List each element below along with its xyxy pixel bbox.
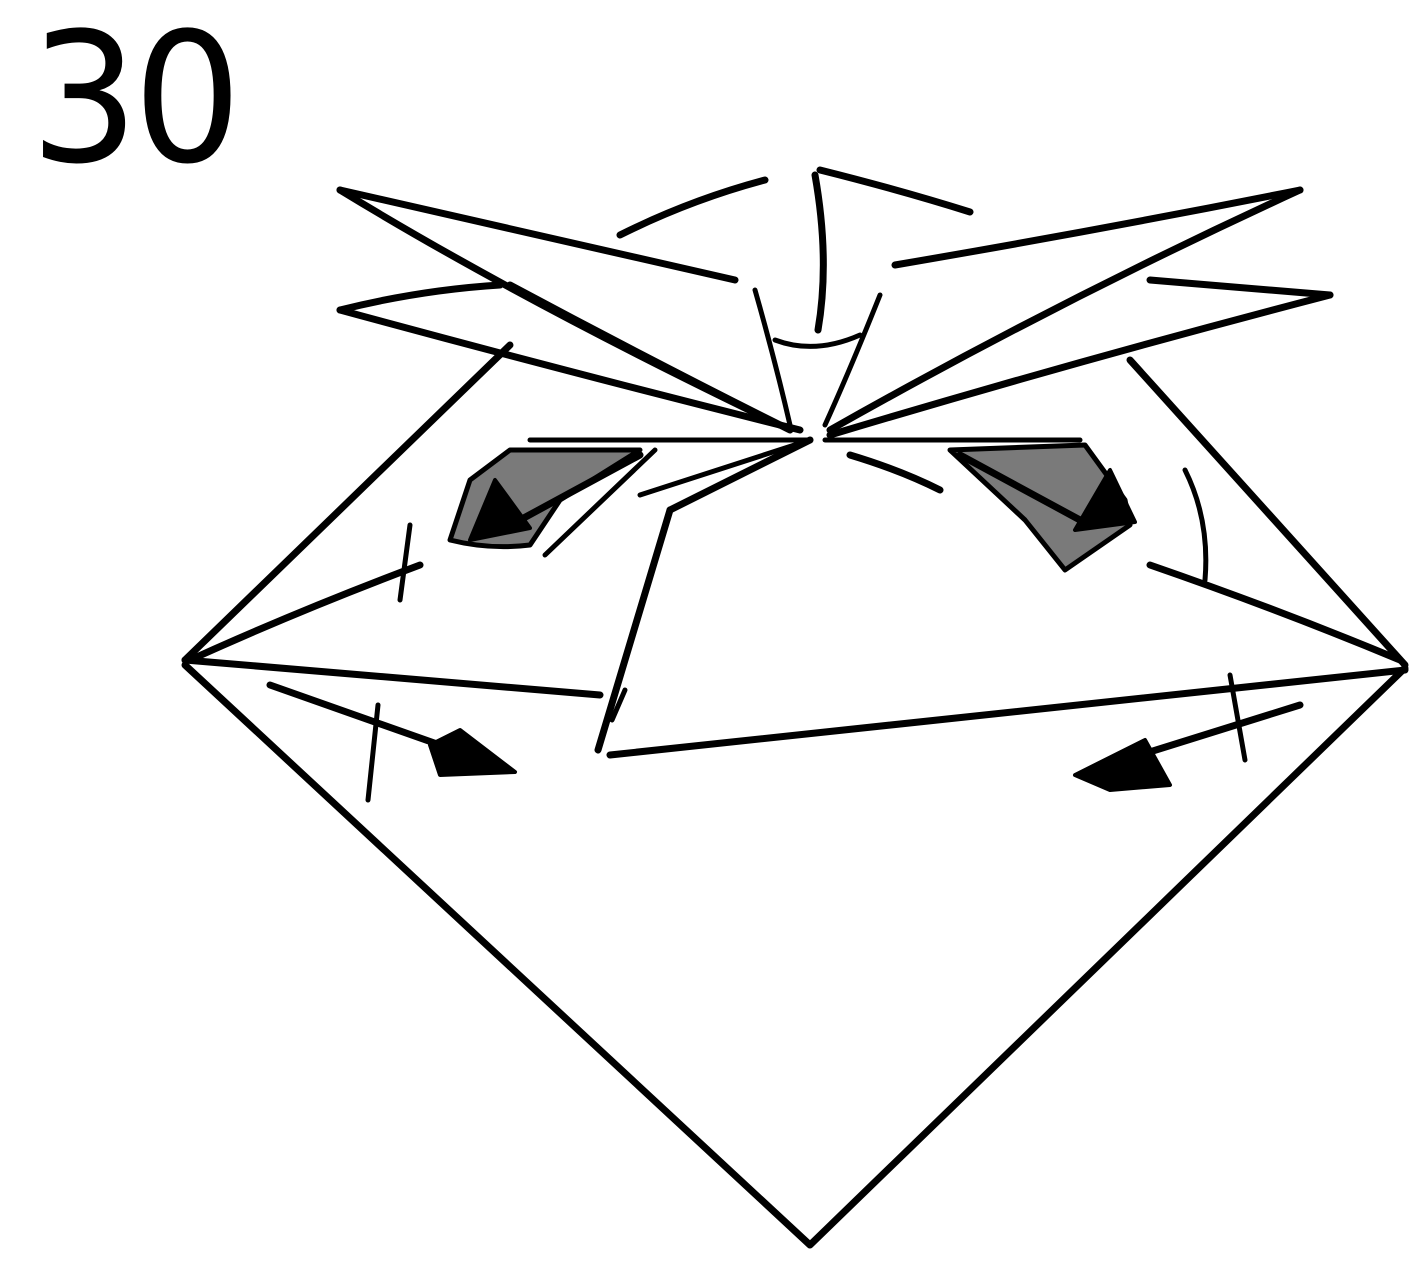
lower-diamond-outline — [185, 665, 1405, 1245]
right-corner-crease — [1150, 565, 1400, 660]
center-flap-left-edge — [598, 510, 670, 750]
lower-left-petal-inner-crease — [510, 285, 790, 430]
right-crease-tick — [1185, 470, 1206, 580]
center-flap-top-right-crease — [850, 455, 940, 490]
hub-left-crease-lower — [640, 440, 810, 495]
bottom-left-arrow-line — [270, 685, 440, 745]
top-center-flap-left — [620, 180, 765, 235]
bottom-right-arrow-line — [1140, 705, 1300, 755]
top-center-flap-fold — [815, 175, 823, 330]
lower-left-petal-bottom — [340, 310, 800, 430]
top-center-flap-right — [820, 170, 970, 212]
middle-horizontal-edge — [185, 660, 600, 695]
top-center-flap-left-inner — [755, 290, 790, 425]
upper-left-petal-top — [340, 190, 735, 280]
upper-right-edge — [1130, 360, 1405, 665]
lower-left-petal-top — [340, 285, 500, 310]
upper-right-petal-bottom — [830, 190, 1300, 430]
center-flap-top-left-crease — [670, 440, 810, 510]
lower-right-petal-top — [1150, 280, 1330, 295]
upper-right-petal-top — [895, 190, 1300, 265]
left-corner-crease — [190, 565, 420, 660]
left-crease-tick — [400, 525, 410, 600]
bottom-left-arrowhead-icon — [430, 730, 515, 775]
top-center-flap-cup — [775, 335, 860, 346]
lower-right-petal-bottom — [830, 295, 1330, 435]
